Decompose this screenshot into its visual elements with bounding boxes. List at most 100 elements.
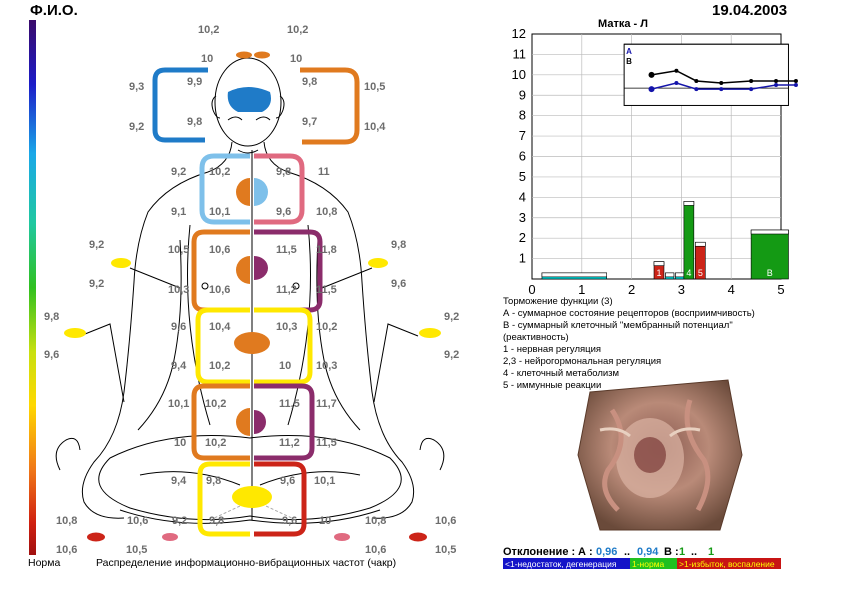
series-point [719,81,724,85]
sacral-chakra-right [254,383,315,461]
y-tick-label: 4 [519,189,526,204]
value-label: 9,2 [129,121,144,133]
value-label: 11 [318,166,330,178]
value-label: 10,8 [365,515,386,527]
series-point [674,68,679,73]
chart-bar-label: B [767,268,773,278]
series-point [694,87,699,92]
side-point-left-upper [111,258,131,268]
side-point-left-lower [64,328,86,338]
head-bracket-right [300,67,360,145]
chart-bar [750,229,789,280]
value-label: 9,8 [391,239,406,251]
value-label: 11,8 [316,244,337,256]
chart-bar-label: 5 [698,268,703,278]
value-label: 9,8 [276,166,291,178]
heart-chakra-core-right [254,256,268,280]
y-tick-label: 5 [519,169,526,184]
y-tick-label: 8 [519,108,526,123]
chart-bar-cap [653,261,665,266]
value-label: 11,7 [316,398,337,410]
value-label: 10,8 [56,515,77,527]
norm-scale-label: Норма [28,557,60,569]
value-label: 9,2 [89,278,104,290]
x-tick-label: 5 [777,282,784,297]
series-point [648,71,655,78]
x-tick-label: 3 [678,282,685,297]
leg-point-right-outer [409,532,427,542]
value-label: 9,1 [171,206,186,218]
chart-bar-label: 4 [686,268,691,278]
value-label: 9,2 [172,515,187,527]
report-date: 19.04.2003 [712,2,788,19]
heart-chakra-core-left [236,256,250,284]
root-chakra-right [254,461,307,537]
chart-bar-cap [750,229,789,235]
value-label: 9,4 [171,475,187,487]
y-tick-label: 6 [519,149,526,164]
value-label: 10,3 [276,321,297,333]
human-figure-outline [55,57,445,524]
value-label: 9,6 [171,321,186,333]
heart-chakra-left [191,229,250,313]
crown-point-left [236,51,252,59]
value-label: 10 [279,360,291,372]
color-scale-bar [29,20,36,555]
throat-chakra-right [254,153,305,225]
y-tick-label: 1 [519,251,526,266]
value-label: 10,1 [209,206,230,218]
legend-line: В - суммарный клеточный "мембранный поте… [503,320,733,331]
value-label: 9,3 [129,81,144,93]
value-label: 9,2 [89,239,104,251]
value-label: 10,2 [287,24,308,36]
legend-line: (реактивность) [503,332,569,343]
patient-name-label: Ф.И.О. [30,2,78,19]
value-label: 11,5 [279,398,300,410]
value-label: 10 [290,53,302,65]
y-tick-label: 3 [519,210,526,225]
deviation-a-low: 0,96 [596,546,617,558]
value-label: 10,5 [168,244,189,256]
deviation-b-label: В : [664,546,679,558]
x-tick-label: 0 [528,282,535,297]
third-eye-chakra [227,87,271,112]
leg-point-left-outer [87,532,105,542]
leg-point-left-inner [162,533,178,541]
stripe-low-label: <1-недостаток, дегенерация [505,559,617,569]
value-label: 10,6 [56,544,77,556]
y-tick-label: 10 [512,67,526,82]
value-label: 10,5 [435,544,456,556]
value-label: 10 [319,515,331,527]
value-label: 10,6 [435,515,456,527]
chart-bar-cap [541,272,608,278]
value-label: 9,4 [171,360,187,372]
value-label: 10,6 [365,544,386,556]
x-tick-label: 1 [578,282,585,297]
series-point [674,81,679,85]
value-label: 10,2 [205,398,226,410]
throat-chakra-core-right [254,178,268,206]
sacral-chakra-core-right [254,410,266,434]
value-label: 11,5 [276,244,297,256]
value-label: 10,1 [168,398,189,410]
series-point [749,87,754,92]
value-label: 9,8 [209,515,224,527]
y-tick-label: 2 [519,230,526,245]
value-label: 9,6 [276,206,291,218]
value-label: 9,6 [282,515,297,527]
value-label: 10,2 [209,166,230,178]
deviation-summary: Отклонение : А : 0,96 .. 0,94 В : 1 .. 1 [503,546,714,558]
solar-chakra-left [195,307,250,385]
chart-legend: Торможение функции (3) А - суммарное сос… [503,296,755,391]
series-point [774,83,779,88]
deviation-b-low: 1 [679,546,685,558]
solar-chakra-right [254,307,313,385]
value-label: 9,8 [206,475,221,487]
deviation-b-high: 1 [708,546,714,558]
value-label: 9,2 [444,311,459,323]
deviation-b-sep: .. [691,546,697,558]
value-label: 10,8 [316,206,337,218]
value-label: 10,4 [209,321,231,333]
series-point [774,78,779,83]
